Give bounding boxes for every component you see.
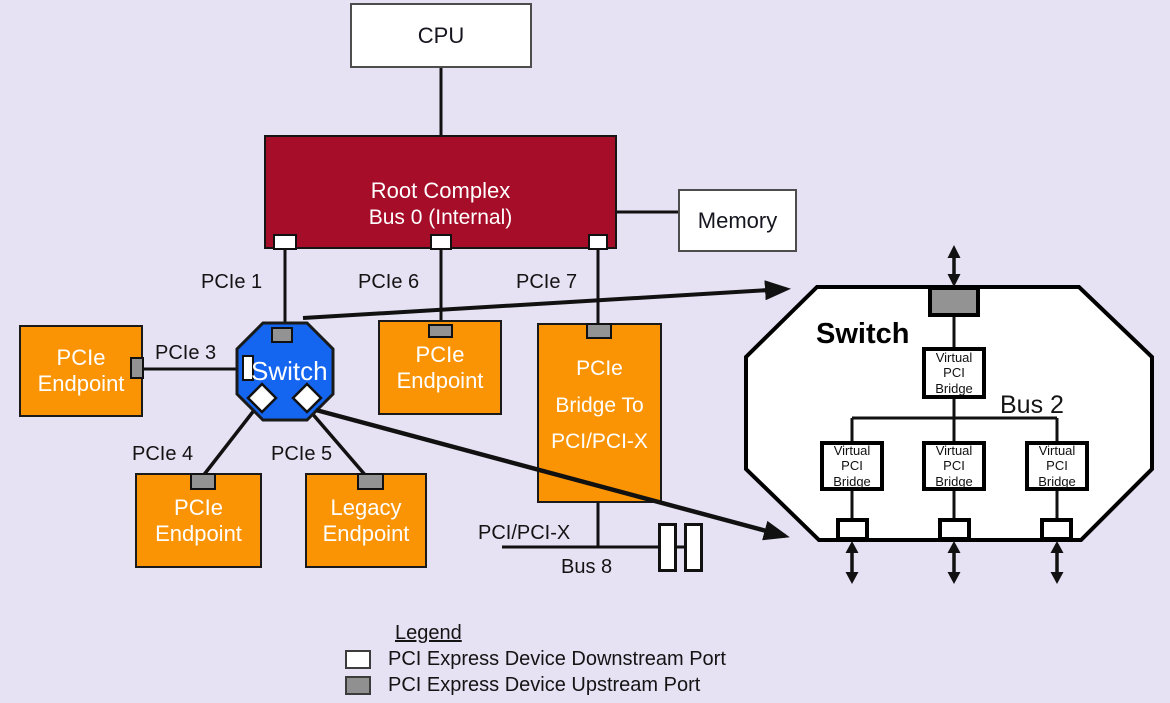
legend-title: Legend (395, 622, 462, 644)
pcie6-label: PCIe 6 (358, 271, 420, 293)
detail-downstream-port-2 (938, 518, 971, 541)
virtual-pci-bridge-2: Virtual PCI Bridge (922, 441, 986, 491)
pcie-endpoint-left-box: PCIe Endpoint (19, 325, 143, 417)
legend-downstream-label: PCI Express Device Downstream Port (388, 648, 726, 670)
pcie7-label: PCIe 7 (516, 271, 578, 293)
legacy-endpoint-upstream-port (357, 473, 384, 490)
vb1-line2: PCI (841, 458, 863, 474)
pcie4-label: PCIe 4 (132, 443, 194, 465)
pcie-endpoint-mid-line1: PCIe (415, 341, 465, 367)
pcie5-label: PCIe 5 (271, 443, 333, 465)
root-complex-subtitle: Bus 0 (Internal) (368, 206, 513, 230)
pcie-endpoint-left-line2: Endpoint (37, 371, 125, 396)
bus8-label: Bus 8 (561, 556, 613, 578)
vb-up-line2: PCI (943, 365, 965, 381)
pcie-endpoint-bottom-upstream-port (190, 473, 216, 490)
pcie-endpoint-left-line1: PCIe (56, 345, 106, 370)
legend: Legend PCI Express Device Downstream Por… (345, 622, 726, 697)
memory-box: Memory (678, 189, 797, 252)
pci-slot-2 (684, 523, 703, 572)
pcie-bridge-line1: PCIe (576, 357, 623, 380)
pcie-bridge-box: PCIe Bridge To PCI/PCI-X (537, 323, 662, 503)
cpu-label: CPU (417, 22, 465, 48)
virtual-pci-bridge-1: Virtual PCI Bridge (820, 441, 884, 491)
root-complex-title: Root Complex (370, 178, 511, 204)
legend-upstream-label: PCI Express Device Upstream Port (388, 674, 701, 696)
pcie-endpoint-bottom-box: PCIe Endpoint (135, 473, 262, 568)
detail-downstream-port-1 (836, 518, 869, 541)
legacy-endpoint-line1: Legacy (330, 494, 402, 520)
pci-slot-1 (658, 523, 677, 572)
pcie3-label: PCIe 3 (155, 342, 217, 364)
pcie-bridge-line2: Bridge To (555, 393, 644, 417)
switch-downstream-diamond-right (291, 382, 323, 414)
pcie-endpoint-mid-upstream-port (428, 324, 453, 338)
pci-pcix-label: PCI/PCI-X (478, 522, 571, 544)
downstream-port-swatch (345, 650, 371, 669)
vb2-line2: PCI (943, 458, 965, 474)
pcie-endpoint-bottom-line1: PCIe (174, 494, 223, 520)
switch-downstream-diamond-left (246, 382, 278, 414)
vb3-line1: Virtual (1038, 443, 1076, 459)
pcie-endpoint-left-upstream-port (130, 357, 144, 379)
virtual-pci-bridge-upstream: Virtual PCI Bridge (922, 347, 986, 399)
pcie-bridge-upstream-port (586, 323, 612, 339)
vb2-line3: Bridge (935, 473, 973, 489)
vb-up-line1: Virtual (935, 350, 973, 366)
switch-label: Switch (251, 356, 328, 386)
upstream-port-swatch (345, 676, 371, 695)
root-complex-box: Root Complex Bus 0 (Internal) (264, 135, 617, 249)
cpu-box: CPU (350, 3, 532, 68)
switch-detail-title: Switch (816, 318, 910, 350)
legend-row-upstream: PCI Express Device Upstream Port (345, 674, 726, 697)
vb1-line1: Virtual (833, 443, 871, 459)
pcie-endpoint-bottom-line2: Endpoint (155, 520, 242, 546)
vb3-line3: Bridge (1038, 473, 1076, 489)
switch-detail-octagon (744, 285, 1154, 542)
virtual-pci-bridge-3: Virtual PCI Bridge (1025, 441, 1089, 491)
pcie-bridge-line3: PCI/PCI-X (551, 430, 648, 454)
rc-downstream-port-3 (588, 234, 608, 250)
vb3-line2: PCI (1046, 458, 1068, 474)
pcie1-label: PCIe 1 (201, 271, 263, 293)
detail-upstream-port (928, 286, 980, 317)
vb-up-line3: Bridge (935, 380, 973, 396)
switch-upstream-port (271, 327, 293, 343)
vb2-line1: Virtual (935, 443, 973, 459)
detail-downstream-port-3 (1040, 518, 1073, 541)
legend-row-downstream: PCI Express Device Downstream Port (345, 648, 726, 671)
legacy-endpoint-line2: Endpoint (322, 520, 410, 546)
vb1-line3: Bridge (833, 473, 871, 489)
memory-label: Memory (697, 207, 778, 233)
bus2-label: Bus 2 (1000, 391, 1064, 419)
rc-downstream-port-1 (273, 234, 297, 250)
pcie-endpoint-mid-line2: Endpoint (396, 367, 484, 393)
rc-downstream-port-2 (430, 234, 452, 250)
